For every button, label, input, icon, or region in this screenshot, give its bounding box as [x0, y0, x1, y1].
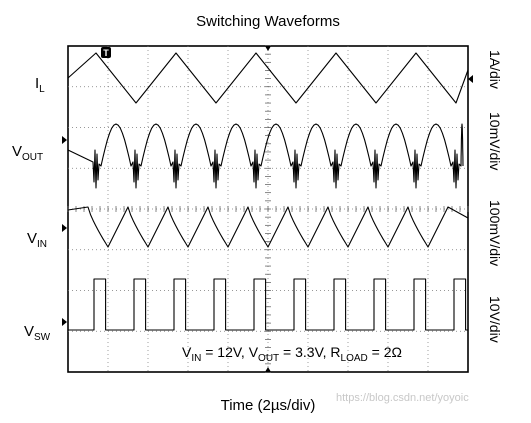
center-marker-bottom — [265, 367, 271, 372]
label-vout: VOUT — [12, 143, 43, 163]
scale-vin: 100mV/div — [487, 200, 503, 266]
annotation-part: V — [182, 344, 192, 360]
center-marker-top — [265, 46, 271, 51]
annotation-part: = 2Ω — [368, 344, 402, 360]
annotation-part: = 12V, V — [201, 344, 258, 360]
scale-il: 1A/div — [487, 50, 503, 89]
trace-vin — [67, 206, 469, 248]
channel-marker-left — [62, 136, 67, 144]
trace-vout — [67, 123, 464, 189]
label-vin: VIN — [27, 230, 47, 250]
trigger-marker: T — [101, 47, 111, 58]
label-vsw: VSW — [24, 323, 51, 343]
conditions-annotation: VIN = 12V, VOUT = 3.3V, RLOAD = 2Ω — [182, 344, 402, 364]
grid-lines — [67, 45, 469, 373]
annotation-part: IN — [191, 353, 201, 364]
x-axis-label: Time (2µs/div) — [221, 397, 316, 414]
waveform-traces — [67, 52, 469, 331]
channel-marker-right — [468, 75, 473, 83]
channel-marker-left — [62, 224, 67, 232]
trigger-marker-text: T — [103, 48, 109, 58]
channel-marker-left — [62, 318, 67, 326]
scale-vsw: 10V/div — [487, 296, 503, 343]
trigger-marker-box — [101, 47, 111, 58]
channel-markers: T — [62, 46, 473, 372]
scale-vout: 10mV/div — [487, 112, 503, 170]
label-il: IL — [35, 75, 45, 95]
trace-il — [67, 52, 469, 104]
annotation-part: LOAD — [341, 353, 368, 364]
annotation-part: = 3.3V, R — [279, 344, 340, 360]
chart-title: Switching Waveforms — [196, 13, 340, 30]
annotation-part: OUT — [258, 353, 279, 364]
watermark: https://blog.csdn.net/yoyoic — [336, 392, 469, 404]
trace-vsw — [68, 278, 468, 331]
